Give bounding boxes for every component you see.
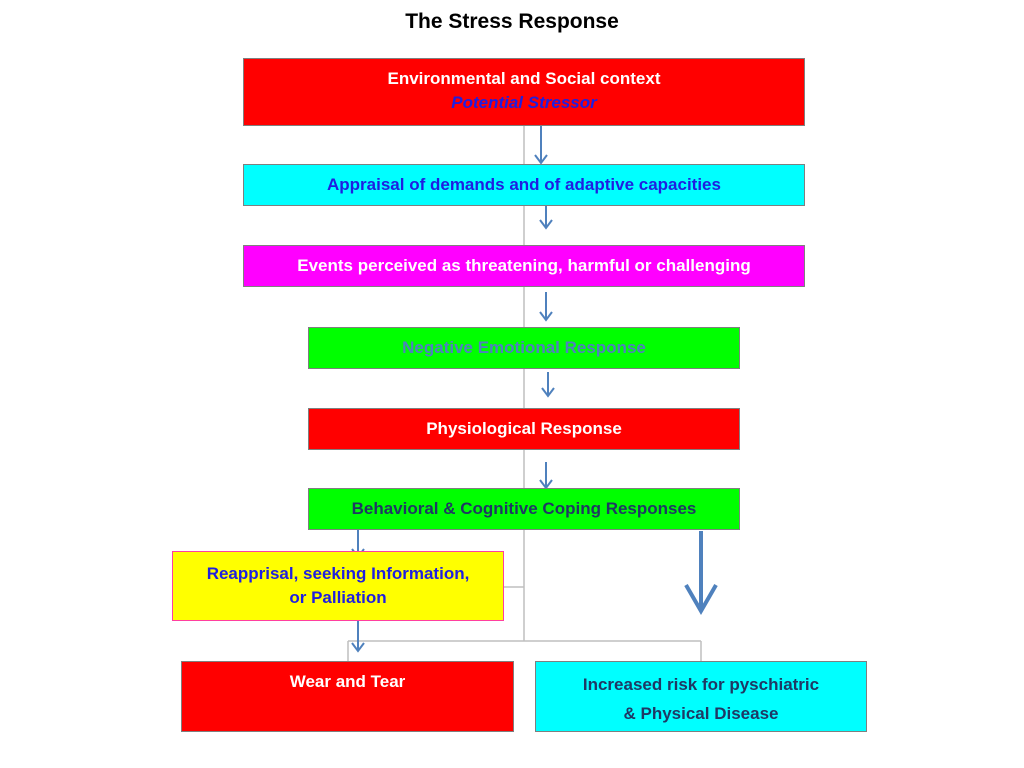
coping-box: Behavioral & Cognitive Coping Responses <box>308 488 740 530</box>
events-box: Events perceived as threatening, harmful… <box>243 245 805 287</box>
events-label: Events perceived as threatening, harmful… <box>297 256 751 275</box>
arrow-down-icon <box>541 372 555 398</box>
context-label: Environmental and Social context <box>387 69 661 88</box>
page-title: The Stress Response <box>405 10 619 33</box>
risk-label: Increased risk for pyschiatric <box>582 675 820 694</box>
stressor-label: Potential Stressor <box>451 93 597 112</box>
emotional-box: Negative Emotional Response <box>308 327 740 369</box>
arrow-down-icon <box>351 621 365 653</box>
appraisal-box: Appraisal of demands and of adaptive cap… <box>243 164 805 206</box>
wear-label: Wear and Tear <box>289 672 406 691</box>
risk-box: Increased risk for pyschiatric & Physica… <box>535 661 867 732</box>
disease-label: & Physical Disease <box>623 704 779 723</box>
large-arrow-down-icon <box>684 531 718 616</box>
arrow-down-icon <box>539 292 553 322</box>
appraisal-label: Appraisal of demands and of adaptive cap… <box>327 175 721 194</box>
palliation-label: or Palliation <box>289 588 387 607</box>
context-box: Environmental and Social context Potenti… <box>243 58 805 126</box>
reappraisal-box: Reapprisal, seeking Information, or Pall… <box>172 551 504 621</box>
arrow-down-icon <box>534 126 548 165</box>
physiological-box: Physiological Response <box>308 408 740 450</box>
emotional-label: Negative Emotional Response <box>402 338 646 357</box>
reappraisal-label: Reapprisal, seeking Information, <box>206 564 470 583</box>
coping-label: Behavioral & Cognitive Coping Responses <box>351 499 697 518</box>
physiological-label: Physiological Response <box>426 419 622 438</box>
wear-box: Wear and Tear <box>181 661 514 732</box>
arrow-down-icon <box>539 202 553 230</box>
arrow-down-icon <box>539 462 553 490</box>
